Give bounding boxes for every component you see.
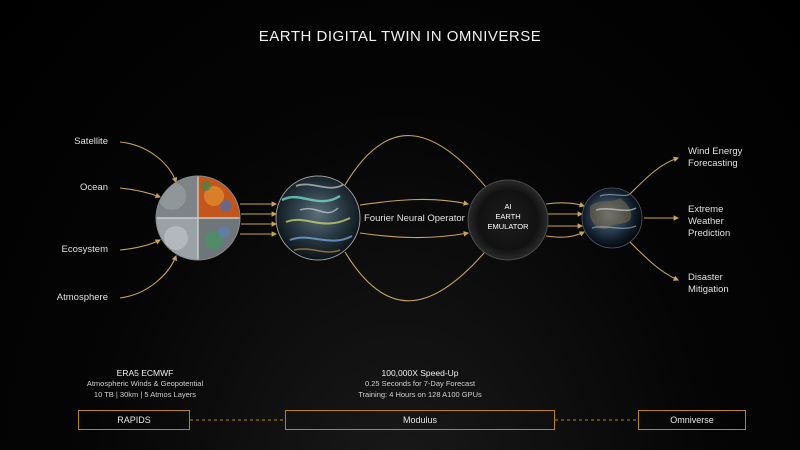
- speed-info: 100,000X Speed-Up 0.25 Seconds for 7-Day…: [320, 368, 520, 400]
- output-label-extreme-weather: Extreme Weather Prediction: [688, 204, 730, 240]
- ai-emulator-line-3: EMULATOR: [487, 222, 529, 232]
- arrow-ocean: [119, 187, 162, 199]
- arrow-ecosystem: [119, 239, 161, 251]
- ai-emulator-circle: [467, 179, 549, 261]
- earth-globe: [582, 188, 642, 248]
- output-label-wind-energy: Wind Energy Forecasting: [688, 146, 742, 170]
- dataset-info: ERA5 ECMWF Atmospheric Winds & Geopotent…: [60, 368, 230, 400]
- arrow-wind-energy: [629, 156, 680, 195]
- dataset-info-line-1: ERA5 ECMWF: [116, 368, 174, 378]
- dataset-info-line-3: 10 TB | 30km | 5 Atmos Layers: [93, 389, 197, 399]
- input-label-satellite: Satellite: [74, 136, 108, 147]
- speed-info-line-3: Training: 4 Hours on 128 A100 GPUs: [358, 389, 482, 399]
- platform-box-omniverse: Omniverse: [638, 410, 746, 430]
- output-disaster-line-2: Mitigation: [688, 283, 729, 295]
- output-wind-line-2: Forecasting: [688, 157, 738, 169]
- fno-flow-arrows: [344, 135, 491, 302]
- platform-label-modulus: Modulus: [402, 415, 438, 425]
- platform-label-rapids: RAPIDS: [117, 415, 151, 425]
- output-arrows: [629, 156, 680, 281]
- dataset-info-line-2: Atmospheric Winds & Geopotential: [86, 379, 204, 389]
- operator-label: Fourier Neural Operator: [364, 213, 465, 224]
- observation-globe: [156, 176, 240, 260]
- connector-arrows-2: [545, 202, 586, 238]
- arrow-satellite: [119, 141, 178, 184]
- input-arrows: [119, 141, 178, 299]
- ai-emulator-line-1: AI: [504, 202, 512, 211]
- input-label-ecosystem: Ecosystem: [61, 244, 108, 255]
- speed-info-line-1: 100,000X Speed-Up: [381, 368, 459, 378]
- speed-info-line-2: 0.25 Seconds for 7-Day Forecast: [364, 379, 476, 389]
- ai-emulator-line-2: EARTH: [495, 212, 521, 222]
- ai-emulator-label: AI EARTH EMULATOR: [468, 202, 548, 232]
- connector-arrows-1: [240, 201, 278, 237]
- arrow-disaster: [629, 241, 680, 281]
- output-weather-line-1: Extreme: [688, 204, 724, 215]
- output-weather-line-3: Prediction: [688, 227, 731, 239]
- platform-label-omniverse: Omniverse: [670, 415, 714, 425]
- page-title: EARTH DIGITAL TWIN IN OMNIVERSE: [258, 28, 542, 45]
- platform-box-modulus: Modulus: [285, 410, 555, 430]
- output-weather-line-2: Weather: [688, 215, 724, 227]
- output-wind-line-1: Wind Energy: [688, 146, 743, 157]
- arrow-atmosphere: [119, 254, 178, 299]
- fno-globe: [276, 176, 360, 260]
- input-label-ocean: Ocean: [80, 182, 108, 193]
- platform-box-rapids: RAPIDS: [78, 410, 190, 430]
- input-label-atmosphere: Atmosphere: [56, 292, 108, 303]
- output-disaster-line-1: Disaster: [688, 272, 723, 283]
- output-label-disaster: Disaster Mitigation: [688, 272, 729, 296]
